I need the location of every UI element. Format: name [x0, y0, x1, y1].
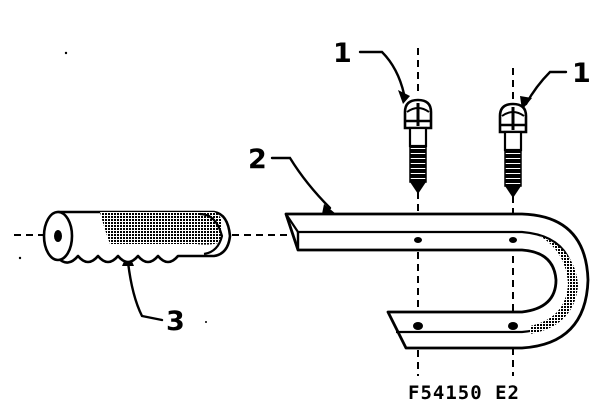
callout-screw-right: 1 [572, 58, 591, 89]
leader-grip [126, 260, 164, 322]
callout-grip: 3 [166, 306, 185, 337]
leader-bracket [270, 156, 332, 210]
grip-icon [42, 210, 232, 264]
callout-screw-left: 1 [333, 38, 352, 69]
leader-screw-left [358, 50, 406, 96]
assembly-axis-lines [14, 48, 514, 376]
part-number-label: F54150 E2 [408, 382, 520, 404]
leader-lines [126, 50, 568, 322]
scan-specks [18, 51, 207, 323]
screw-icon [498, 102, 528, 198]
screw-icon [403, 98, 433, 194]
leader-screw-right [524, 70, 568, 106]
arrowhead-screw-left [398, 90, 410, 104]
bracket-icon [284, 212, 590, 350]
callout-bracket: 2 [248, 144, 267, 175]
arrowhead-bracket [322, 204, 336, 214]
